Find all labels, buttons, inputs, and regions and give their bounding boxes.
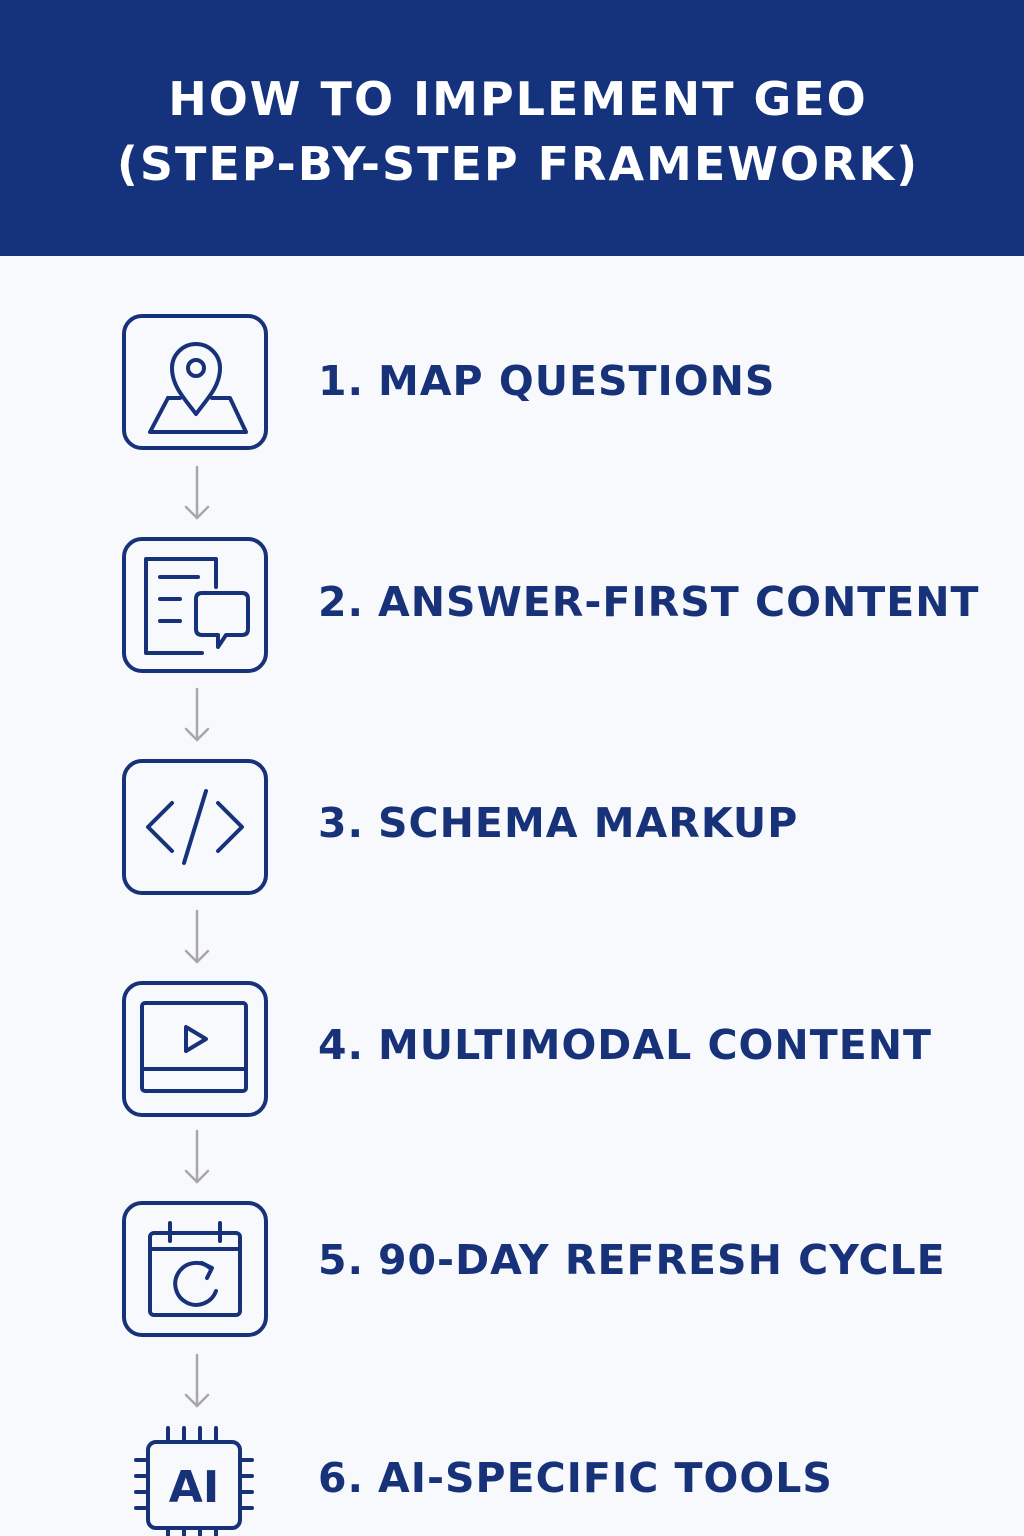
- step-4-number: 4.: [318, 1021, 365, 1069]
- code-icon: [122, 759, 268, 895]
- step-5-number: 5.: [318, 1236, 365, 1284]
- document-chat-icon: [122, 537, 268, 673]
- step-1-label: 1.MAP QUESTIONS: [318, 361, 775, 402]
- step-5-label: 5.90-DAY REFRESH CYCLE: [318, 1240, 946, 1281]
- page-title-line-2: (STEP-BY-STEP FRAMEWORK): [116, 137, 920, 191]
- step-1-number: 1.: [318, 357, 365, 405]
- step-6-label: 6.AI-SPECIFIC TOOLS: [318, 1458, 833, 1499]
- step-3-label: 3.SCHEMA MARKUP: [318, 803, 798, 844]
- step-3-text: SCHEMA MARKUP: [378, 799, 799, 847]
- step-4-text: MULTIMODAL CONTENT: [378, 1021, 932, 1069]
- down-arrow-icon: [183, 464, 211, 522]
- step-2-text: ANSWER-FIRST CONTENT: [378, 578, 980, 626]
- ai-chip-icon: AI: [122, 1424, 268, 1536]
- down-arrow-icon: [183, 908, 211, 966]
- map-pin-icon: [122, 314, 268, 450]
- step-2-label: 2.ANSWER-FIRST CONTENT: [318, 582, 980, 623]
- step-2-number: 2.: [318, 578, 365, 626]
- down-arrow-icon: [183, 1352, 211, 1410]
- step-6-text: AI-SPECIFIC TOOLS: [378, 1454, 833, 1502]
- video-play-icon: [122, 981, 268, 1117]
- step-4-label: 4.MULTIMODAL CONTENT: [318, 1025, 932, 1066]
- down-arrow-icon: [183, 1128, 211, 1186]
- step-1-text: MAP QUESTIONS: [378, 357, 776, 405]
- step-3-number: 3.: [318, 799, 365, 847]
- step-6-number: 6.: [318, 1454, 365, 1502]
- ai-chip-text: AI: [169, 1462, 219, 1513]
- down-arrow-icon: [183, 686, 211, 744]
- step-5-text: 90-DAY REFRESH CYCLE: [378, 1236, 946, 1284]
- page-title-line-1: HOW TO IMPLEMENT GEO: [168, 72, 868, 126]
- header-banner: HOW TO IMPLEMENT GEO (STEP-BY-STEP FRAME…: [0, 0, 1024, 256]
- calendar-refresh-icon: [122, 1201, 268, 1337]
